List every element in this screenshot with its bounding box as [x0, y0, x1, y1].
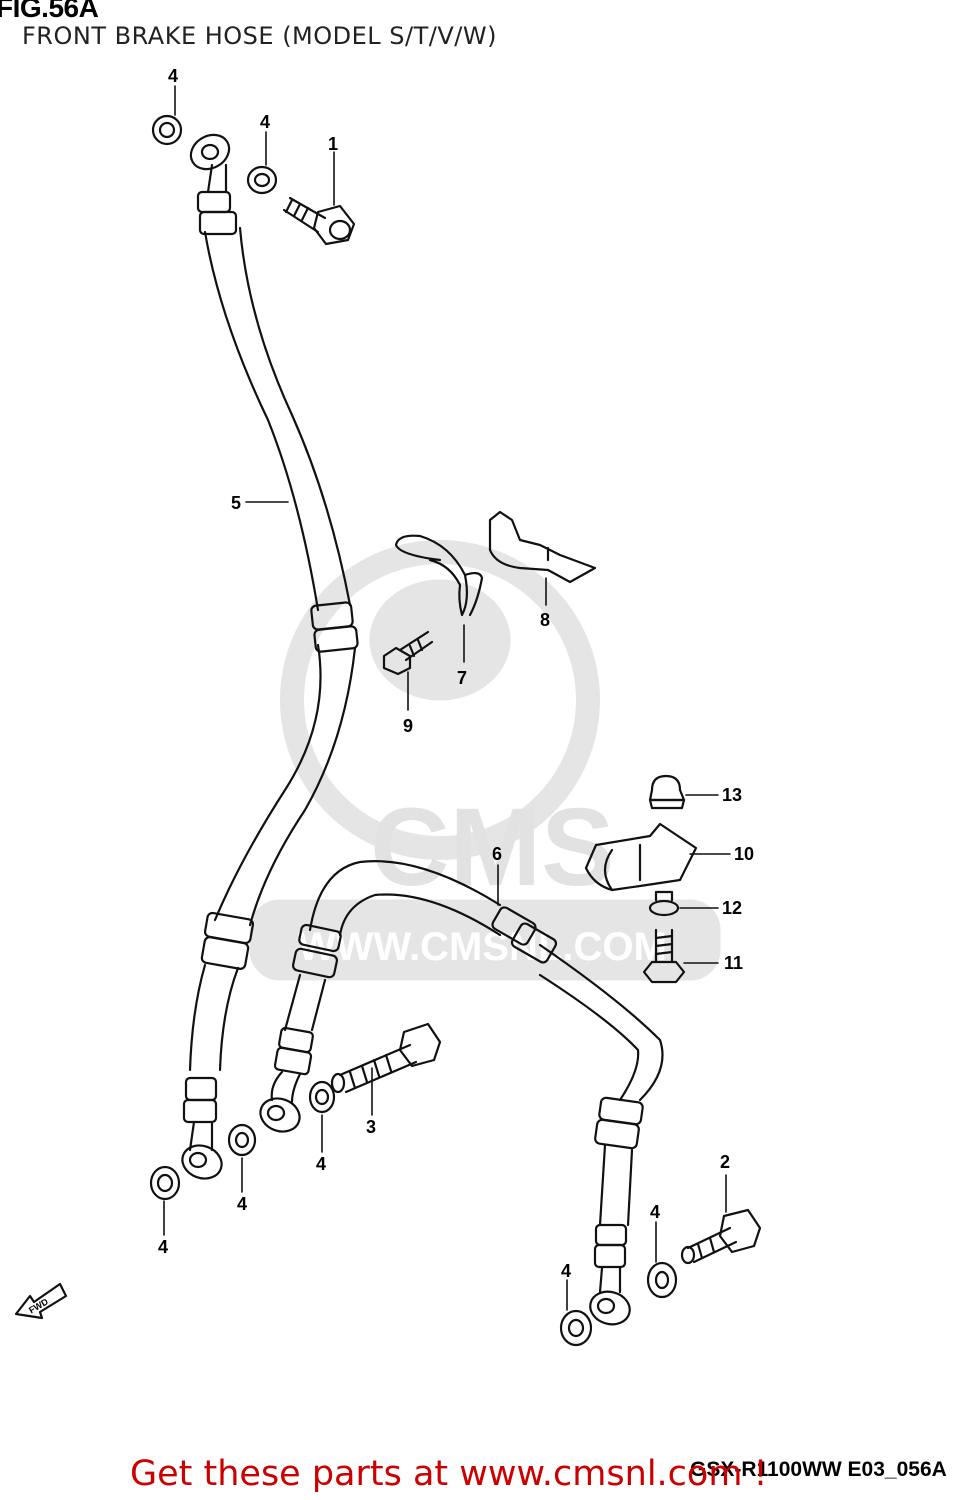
watermark-brand: CMS: [370, 786, 614, 909]
callout-label: 8: [540, 610, 550, 630]
callout-label: 4: [650, 1202, 660, 1222]
hose-clamp-10: [584, 822, 698, 892]
bracket-bolt-9: [382, 630, 434, 676]
hose-clamp-7: [394, 534, 484, 617]
callout-label: 10: [734, 844, 754, 864]
banjo-fitting-lower-left: [181, 1144, 223, 1180]
callout-numbers: 4 4 1 5 8 7 9 13 10 6 12 11 3 4 4 4 2 4 …: [158, 66, 754, 1281]
cms-watermark-logo: [249, 540, 721, 981]
banjo-fitting-top: [189, 133, 231, 171]
callout-label: 4: [168, 66, 178, 86]
callout-label: 1: [328, 134, 338, 154]
callout-label: 4: [561, 1261, 571, 1281]
callout-label: 2: [720, 1152, 730, 1172]
diagram-code: GSX-R1100WW E03_056A: [690, 1458, 947, 1481]
washer-12: [648, 890, 680, 917]
gasket-washer: [246, 165, 278, 195]
callout-label: 4: [316, 1154, 326, 1174]
figure-label: FIG.56A: [0, 0, 99, 23]
callout-label: 4: [158, 1237, 168, 1257]
banjo-fitting-lower-right: [589, 1290, 631, 1326]
diagram-subtitle: FRONT BRAKE HOSE (MODEL S/T/V/W): [22, 22, 497, 50]
callout-label: 9: [403, 716, 413, 736]
callout-label: 7: [457, 668, 467, 688]
clamp-bolt-11: [642, 928, 686, 984]
callout-label: 4: [260, 112, 270, 132]
callout-label: 13: [722, 785, 742, 805]
brake-hose-6: [270, 860, 664, 1294]
callout-label: 12: [722, 898, 742, 918]
gasket-washer: [646, 1261, 678, 1299]
banjo-fitting-lower-mid: [259, 1097, 301, 1133]
callout-label: 11: [724, 953, 743, 973]
callout-label: 6: [492, 844, 502, 864]
union-bolt-2: [680, 1208, 762, 1265]
fwd-arrow-icon: [14, 1282, 68, 1320]
callout-leader-lines: [163, 85, 731, 1311]
union-bolt-3: [330, 1022, 442, 1094]
callout-label: 5: [231, 493, 241, 513]
callout-label: 4: [237, 1194, 247, 1214]
gasket-washer: [308, 1080, 336, 1114]
gasket-washer: [559, 1309, 593, 1347]
callout-label: 3: [366, 1117, 376, 1137]
gasket-washer: [227, 1123, 257, 1157]
brake-hose-bracket-8: [488, 510, 597, 584]
gasket-washer: [151, 114, 183, 146]
watermark-url: WWW.CMSNL.COM: [298, 925, 667, 969]
union-bolt-1: [282, 196, 356, 246]
cap-nut-13: [648, 774, 686, 810]
gasket-washer: [149, 1165, 181, 1201]
brake-hose-5: [182, 163, 359, 1152]
parts-link[interactable]: Get these parts at www.cmsnl.com !: [130, 1454, 768, 1494]
